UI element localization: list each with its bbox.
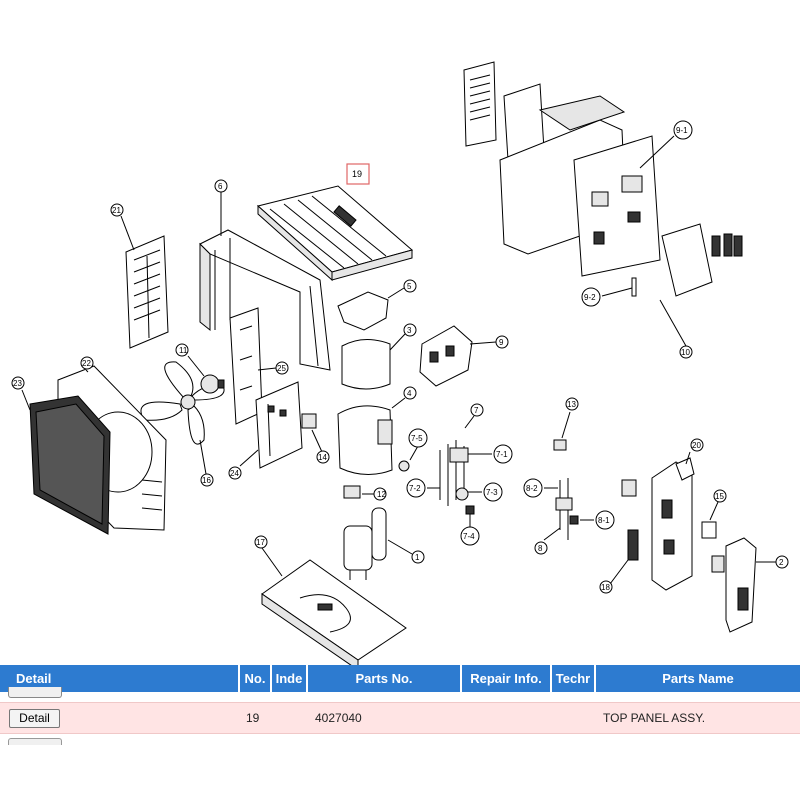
table-row-next [0, 734, 800, 800]
callout-7-3[interactable]: 7-3 [486, 488, 498, 497]
callout-8[interactable]: 8 [538, 544, 543, 553]
callout-16[interactable]: 16 [202, 476, 211, 485]
callout-8-1[interactable]: 8-1 [598, 516, 610, 525]
callout-7-4[interactable]: 7-4 [463, 532, 475, 541]
part-insulation-4[interactable] [337, 405, 393, 475]
next-detail-button[interactable] [8, 738, 62, 745]
callout-3[interactable]: 3 [407, 326, 412, 335]
part-top-panel[interactable] [256, 185, 414, 282]
callout-7[interactable]: 7 [474, 406, 479, 415]
header-tech[interactable]: Techr [552, 665, 596, 692]
callout-22[interactable]: 22 [82, 359, 91, 368]
cell-parts-no: 4027040 [315, 711, 362, 725]
part-valve-assembly[interactable] [439, 440, 475, 515]
header-index[interactable]: Inde [272, 665, 308, 692]
callout-11[interactable]: 11 [179, 346, 188, 355]
callout-17[interactable]: 17 [256, 538, 265, 547]
header-no[interactable]: No. [240, 665, 272, 692]
part-base-pan[interactable] [261, 559, 407, 665]
part-terminal-18[interactable] [627, 529, 639, 561]
part-control-box-9[interactable] [419, 325, 473, 387]
callout-7-5[interactable]: 7-5 [411, 434, 423, 443]
part-rear-grille[interactable] [125, 235, 169, 349]
callout-4[interactable]: 4 [407, 389, 412, 398]
part-control-assembly[interactable] [463, 61, 661, 277]
callout-21[interactable]: 21 [112, 206, 121, 215]
callout-9[interactable]: 9 [499, 338, 504, 347]
part-fan-motor[interactable] [200, 374, 225, 394]
callout-25[interactable]: 25 [277, 364, 286, 373]
header-parts-name[interactable]: Parts Name [662, 671, 734, 686]
part-partition-plate[interactable] [255, 381, 303, 469]
callout-7-2[interactable]: 7-2 [409, 484, 421, 493]
diagram-canvas: 19 6 21 5 3 4 [11, 61, 789, 665]
part-terminal-14[interactable] [301, 413, 317, 429]
callout-10[interactable]: 10 [681, 348, 690, 357]
callout-6[interactable]: 6 [218, 182, 223, 191]
part-valve-8[interactable] [555, 478, 579, 540]
table-row-previous [0, 687, 800, 700]
part-side-panel[interactable] [199, 229, 331, 371]
callout-14[interactable]: 14 [318, 453, 327, 462]
callout-2[interactable]: 2 [779, 558, 784, 567]
callout-9-1[interactable]: 9-1 [676, 126, 688, 135]
callout-20[interactable]: 20 [692, 441, 701, 450]
callout-7-1[interactable]: 7-1 [496, 450, 508, 459]
part-capacitor-15[interactable] [701, 521, 725, 573]
callout-24[interactable]: 24 [230, 469, 239, 478]
part-compressor[interactable] [343, 485, 387, 580]
part-front-grille[interactable] [29, 395, 111, 535]
cell-no: 19 [246, 711, 260, 725]
callout-8-2[interactable]: 8-2 [526, 484, 538, 493]
part-insulation-3[interactable] [341, 339, 391, 390]
exploded-parts-diagram: 19 6 21 5 3 4 [11, 61, 789, 665]
part-plate-5[interactable] [337, 291, 389, 331]
header-detail[interactable]: Detail [0, 665, 240, 692]
cell-parts-name: TOP PANEL ASSY. [603, 711, 706, 725]
previous-detail-button[interactable] [8, 687, 62, 698]
part-electrical-box-20[interactable] [621, 457, 695, 591]
callout-1[interactable]: 1 [415, 553, 420, 562]
header-parts-no[interactable]: Parts No. [308, 665, 462, 692]
callout-15[interactable]: 15 [715, 492, 724, 501]
callout-12[interactable]: 12 [377, 490, 386, 499]
part-service-cover-2[interactable] [725, 537, 757, 633]
part-sensor-13[interactable] [553, 439, 567, 451]
detail-button[interactable]: Detail [9, 709, 60, 728]
callout-23[interactable]: 23 [13, 379, 22, 388]
callout-19[interactable]: 19 [352, 169, 362, 179]
callout-18[interactable]: 18 [601, 583, 610, 592]
callout-9-2[interactable]: 9-2 [584, 293, 596, 302]
table-header: Detail No. Inde Parts No. Repair Info. T… [0, 665, 800, 692]
highlight-box [346, 163, 370, 185]
parts-table: Detail No. Inde Parts No. Repair Info. T… [0, 665, 800, 800]
header-repair-info[interactable]: Repair Info. [462, 665, 552, 692]
callout-13[interactable]: 13 [567, 400, 576, 409]
callout-5[interactable]: 5 [407, 282, 412, 291]
table-row: Detail 19 4027040 TOP PANEL ASSY. [0, 702, 800, 734]
part-board-10[interactable] [661, 223, 743, 297]
